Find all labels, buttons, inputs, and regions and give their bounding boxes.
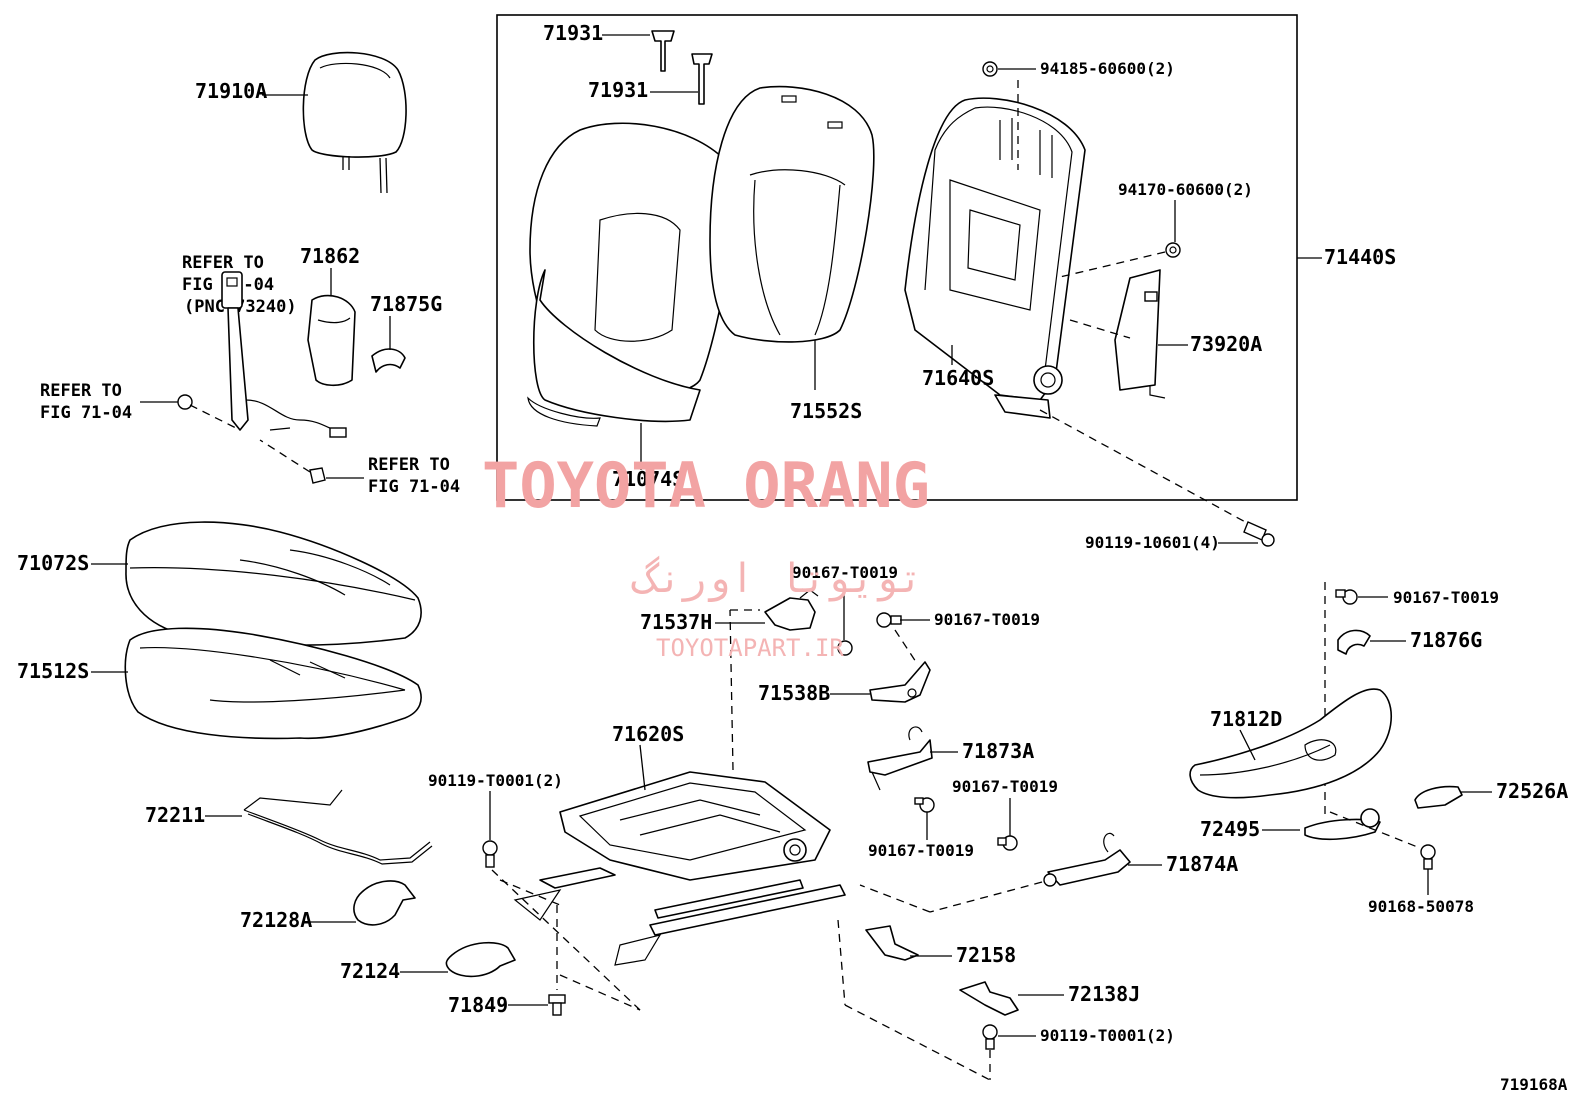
bolt-90167-d-part[interactable] [997, 835, 1018, 851]
side-cover-71812D-part[interactable] [1189, 688, 1392, 799]
label-71931-bottom[interactable]: 71931 [588, 78, 648, 102]
ref2-line1: REFER TO [40, 381, 122, 401]
label-71620S[interactable]: 71620S [612, 722, 684, 746]
label-71849[interactable]: 71849 [448, 993, 508, 1017]
label-71640S[interactable]: 71640S [922, 366, 994, 390]
knob-72495-part[interactable] [1304, 808, 1381, 841]
label-71931-top[interactable]: 71931 [543, 21, 603, 45]
label-72138J[interactable]: 72138J [1068, 982, 1140, 1006]
label-94185-60600[interactable]: 94185-60600(2) [1040, 59, 1175, 78]
bolt-71849-part[interactable] [548, 994, 566, 1016]
cover-71862-part[interactable] [307, 294, 356, 387]
seatback-cover-part[interactable] [527, 122, 734, 427]
label-71812D[interactable]: 71812D [1210, 707, 1282, 731]
label-71874A[interactable]: 71874A [1166, 852, 1238, 876]
cover-71875G-part[interactable] [371, 348, 406, 373]
wire-72211-part[interactable] [243, 789, 433, 865]
label-72124[interactable]: 72124 [340, 959, 400, 983]
ref3-line2: FIG 71-04 [368, 477, 460, 497]
diagram-id: 719168A [1500, 1075, 1568, 1094]
headrest-part[interactable] [302, 51, 407, 194]
label-72526A[interactable]: 72526A [1496, 779, 1568, 803]
label-94170-60600[interactable]: 94170-60600(2) [1118, 180, 1253, 199]
label-71538B[interactable]: 71538B [758, 681, 830, 705]
bolt-90167-c-part[interactable] [914, 797, 935, 813]
label-71876G[interactable]: 71876G [1410, 628, 1482, 652]
label-72158[interactable]: 72158 [956, 943, 1016, 967]
bolt-90119-T0001-bottom-part[interactable] [982, 1024, 998, 1050]
bracket-71538B-part[interactable] [869, 661, 931, 703]
ref3-line1: REFER TO [368, 455, 450, 475]
label-71552S[interactable]: 71552S [790, 399, 862, 423]
bracket-72158-part[interactable] [865, 925, 919, 961]
label-90119-T0001-left[interactable]: 90119-T0001(2) [428, 771, 563, 790]
label-71537H[interactable]: 71537H [640, 610, 712, 634]
bracket-71537H-part[interactable] [764, 589, 819, 631]
label-90167-T0019-c[interactable]: 90167-T0019 [868, 841, 974, 860]
label-71875G[interactable]: 71875G [370, 292, 442, 316]
label-71440S[interactable]: 71440S [1324, 245, 1396, 269]
label-72128A[interactable]: 72128A [240, 908, 312, 932]
ref2-line2: FIG 71-04 [40, 403, 132, 423]
bolt-90168-part[interactable] [1420, 844, 1436, 870]
label-90167-T0019-a[interactable]: 90167-T0019 [792, 563, 898, 582]
bolt-90119-T0001-left-part[interactable] [482, 840, 498, 868]
label-71512S[interactable]: 71512S [17, 659, 89, 683]
cover-71876G-part[interactable] [1337, 629, 1371, 655]
bolt-90167-e-part[interactable] [1335, 589, 1358, 605]
ref1-line1: REFER TO [182, 253, 264, 273]
label-71074S[interactable]: 71074S [612, 467, 684, 491]
label-72495[interactable]: 72495 [1200, 817, 1260, 841]
label-90167-T0019-b[interactable]: 90167-T0019 [934, 610, 1040, 629]
headrest-guide-part[interactable] [651, 30, 713, 105]
watermark-persian: تویوتا اورنگ [631, 555, 923, 602]
cover-72124-part[interactable] [445, 941, 516, 978]
bolt-90119-10601-part[interactable] [1243, 521, 1275, 547]
seat-adjuster-part[interactable] [513, 771, 846, 966]
label-71910A[interactable]: 71910A [195, 79, 267, 103]
nut-ref-mid-part[interactable] [309, 467, 326, 484]
seatback-pad-part[interactable] [709, 85, 875, 343]
label-90167-T0019-d[interactable]: 90167-T0019 [952, 777, 1058, 796]
label-72211[interactable]: 72211 [145, 803, 205, 827]
watermark-title: TOYOTA ORANG [482, 449, 930, 522]
bracket-72138J-part[interactable] [959, 981, 1019, 1016]
label-90167-T0019-e[interactable]: 90167-T0019 [1393, 588, 1499, 607]
label-71862[interactable]: 71862 [300, 244, 360, 268]
bolt-90167-b-part[interactable] [876, 612, 902, 628]
label-71873A[interactable]: 71873A [962, 739, 1034, 763]
label-90168-50078[interactable]: 90168-50078 [1368, 897, 1474, 916]
seatbelt-buckle-part[interactable] [221, 271, 347, 438]
label-73920A[interactable]: 73920A [1190, 332, 1262, 356]
cover-72128A-part[interactable] [353, 880, 416, 926]
bolt-ref-left-part[interactable] [177, 394, 193, 410]
nut-94185-part[interactable] [982, 61, 998, 77]
cushion-pad-part[interactable] [124, 627, 422, 740]
nut-94170-part[interactable] [1165, 242, 1181, 258]
knob-72526A-part[interactable] [1414, 785, 1463, 809]
cable-71873A-part[interactable] [867, 726, 933, 791]
cushion-cover-part[interactable] [125, 521, 422, 646]
label-90119-10601[interactable]: 90119-10601(4) [1085, 533, 1220, 552]
side-shield-73920A-part[interactable] [1114, 269, 1166, 399]
cable-71874A-part[interactable] [1043, 832, 1131, 887]
watermark-url: TOYOTAPART.IR [656, 634, 844, 662]
bolt-90167-a-part[interactable] [837, 640, 853, 656]
label-71072S[interactable]: 71072S [17, 551, 89, 575]
label-90119-T0001-bottom[interactable]: 90119-T0001(2) [1040, 1026, 1175, 1045]
seatback-frame-part[interactable] [904, 97, 1086, 419]
